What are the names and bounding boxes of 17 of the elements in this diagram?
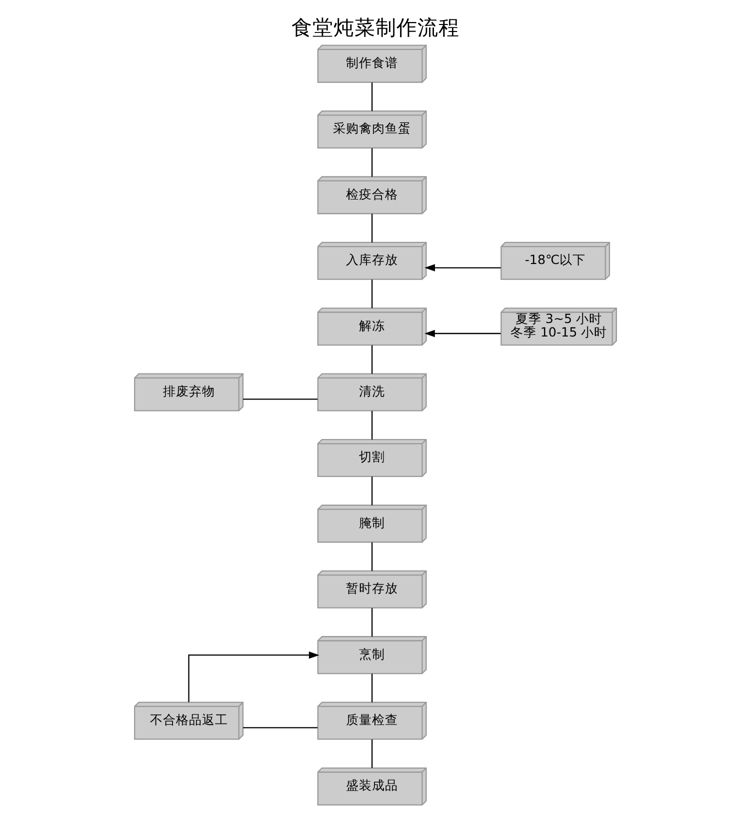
connector bbox=[370, 674, 372, 702]
arrow bbox=[424, 330, 500, 338]
connector bbox=[370, 739, 372, 768]
arrow bbox=[188, 651, 319, 702]
connector bbox=[370, 410, 372, 440]
connector bbox=[370, 542, 372, 571]
connector bbox=[370, 608, 372, 637]
connector bbox=[242, 727, 318, 728]
connector bbox=[370, 214, 372, 242]
connector bbox=[370, 82, 372, 112]
connector bbox=[242, 398, 318, 400]
connector bbox=[370, 476, 372, 506]
diagram-title: 食堂炖菜制作流程 bbox=[291, 15, 459, 40]
arrow bbox=[424, 264, 500, 272]
connector bbox=[370, 148, 372, 177]
connector bbox=[370, 345, 372, 374]
connector bbox=[370, 280, 372, 308]
